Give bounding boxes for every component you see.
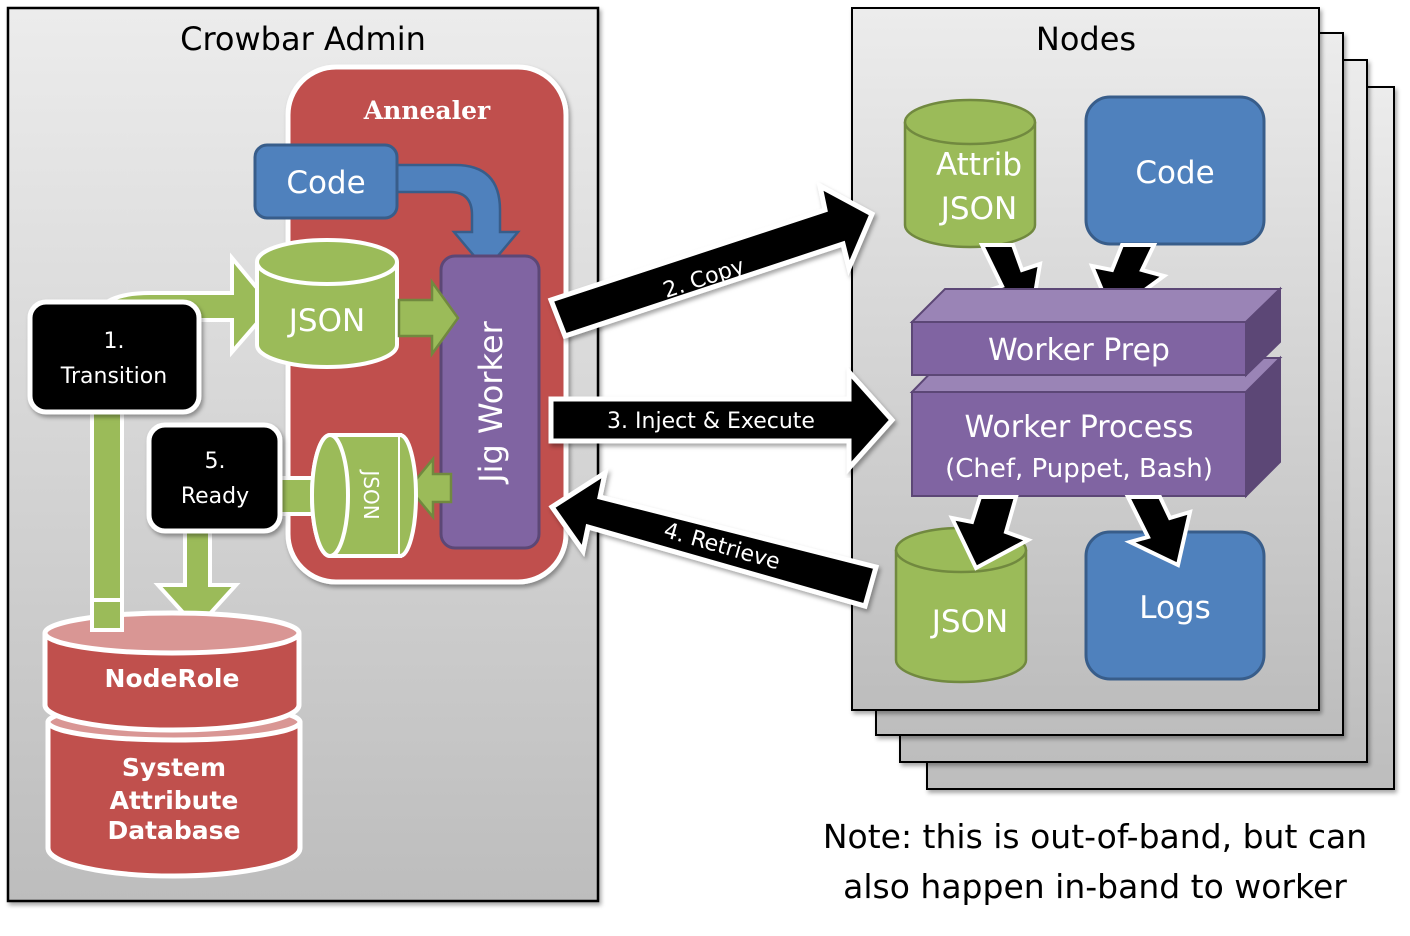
ready-down-arrow [153,526,241,631]
attrib-json-line-1: Attrib [936,147,1022,183]
annealer-json-out-label: JSON [359,468,383,519]
annealer-code-block: Code [253,143,399,220]
worker-prep-label: Worker Prep [988,333,1170,368]
node-logs-label: Logs [1139,590,1211,626]
note-line-2: also happen in-band to worker [843,867,1347,906]
annealer-json-in-top [255,238,399,286]
node-attrib-json-cylinder: Attrib JSON [903,98,1037,249]
database-lower-body [45,722,303,879]
attrib-json-line-2: JSON [939,191,1017,227]
worker-process-label: Worker Process [964,410,1193,445]
node-code-box [1084,95,1266,246]
node-logs-block: Logs [1084,530,1266,681]
node-code-block: Code [1084,95,1266,246]
transition-bar-stub [90,598,124,632]
noderole-top [42,610,302,656]
annealer-json-in-body [255,262,399,369]
jig-worker-box [439,254,541,550]
step-5-label: Ready [181,484,249,509]
copy-arrow-shape [547,181,876,340]
retrieve-arrow-shape [548,467,880,610]
database-line-1: System [122,753,226,782]
annealer-json-out-body-right [399,433,418,558]
jig-worker: Jig Worker [439,254,541,550]
annealer-json-in-cylinder: JSON [255,238,399,369]
worker-prep-front-face [911,321,1247,376]
worker-process-front-face [911,391,1247,497]
node-json-label: JSON [930,604,1008,640]
system-attribute-database: NodeRole System Attribute Database [42,610,303,879]
annealer-code-box [253,143,399,220]
inject-arrow-label: 3. Inject & Execute [607,409,815,434]
node-code-label: Code [1135,155,1214,191]
node-json-body [894,550,1028,684]
step-1-label: Transition [60,364,167,389]
inject-arrow-shape [548,365,896,475]
inject-execute-arrow: 3. Inject & Execute [548,365,896,475]
annealer-json-out-cylinder: JSON [310,433,418,558]
annealer-json-in-label: JSON [287,303,365,339]
worker-process-sublabel: (Chef, Puppet, Bash) [945,454,1213,484]
noderole-label: NodeRole [105,664,240,693]
annealer-title: Annealer [363,96,491,125]
process-to-json-arrow [948,495,1033,571]
retrieve-arrow: 4. Retrieve [548,467,880,610]
step-1-transition: 1. Transition [27,299,202,415]
noderole-body [42,633,302,733]
annealer-code-label: Code [286,165,365,201]
footnote: Note: this is out-of-band, but can also … [823,817,1367,906]
admin-title: Crowbar Admin [180,20,426,58]
worker-prep-block: Worker Prep [909,286,1283,378]
jig-worker-label: Jig Worker [472,320,510,484]
nodes-title: Nodes [1036,20,1136,58]
step-5-box [146,422,283,534]
database-line-2: Attribute [110,786,239,815]
jig-to-json-out-arrow [407,455,453,521]
annealer-json-out-end [310,433,350,558]
json-to-jig-arrow [397,278,460,358]
code-to-jig-arrow [393,163,521,272]
note-line-1: Note: this is out-of-band, but can [823,817,1367,856]
step-1-box [27,299,202,415]
process-to-logs-arrow [1124,495,1193,568]
attrib-json-body [903,122,1037,249]
worker-process-block: Worker Process (Chef, Puppet, Bash) [909,355,1283,499]
worker-prep-top-face [909,288,1283,323]
step-1-number: 1. [104,329,125,354]
database-line-3: Database [107,816,240,845]
step-5-number: 5. [205,449,226,474]
step-5-ready: 5. Ready [146,422,283,534]
attrib-json-top [903,98,1037,146]
